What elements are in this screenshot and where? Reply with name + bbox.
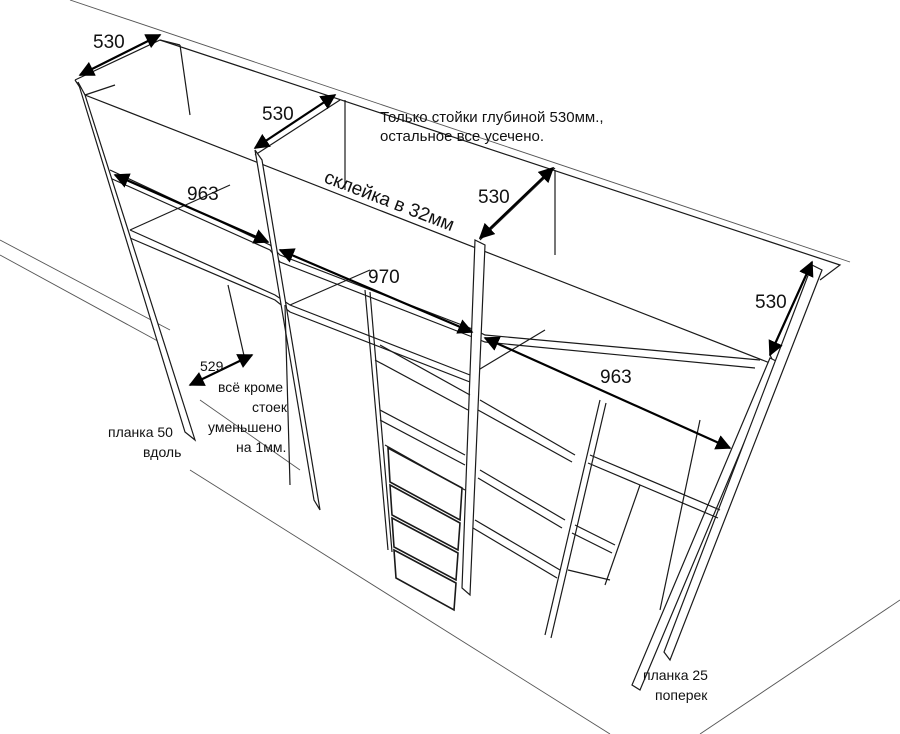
plank-50-line-1: планка 50 — [108, 424, 173, 440]
exception-line-2: стоек — [252, 399, 288, 415]
depth-label-top-left: 530 — [93, 32, 125, 53]
depth-label-top-mid: 530 — [262, 104, 294, 125]
plank-25-line-1: планка 25 — [643, 667, 708, 683]
drawers — [387, 446, 463, 612]
width-label-left: 963 — [187, 184, 219, 205]
inner-depth-label: 529 — [200, 358, 224, 374]
depth-label-right: 530 — [755, 292, 787, 313]
exception-line-1: всё кроме — [218, 379, 283, 395]
glue-label: склейка в 32мм — [321, 167, 457, 236]
width-label-right: 963 — [600, 367, 632, 388]
note-line-2: остальное все усечено. — [380, 128, 544, 145]
depth-label-mid-right: 530 — [478, 187, 510, 208]
plank-50-line-2: вдоль — [143, 444, 181, 460]
top-structure — [74, 39, 842, 383]
note-line-1: Только стойки глубиной 530мм., — [380, 109, 604, 126]
dimension-arrows — [78, 34, 814, 450]
plank-25-line-2: поперек — [655, 687, 708, 703]
exception-line-3: уменьшено — [208, 419, 282, 435]
side-panels — [77, 81, 823, 691]
exception-line-4: на 1мм. — [236, 439, 286, 455]
width-label-mid: 970 — [368, 267, 400, 288]
